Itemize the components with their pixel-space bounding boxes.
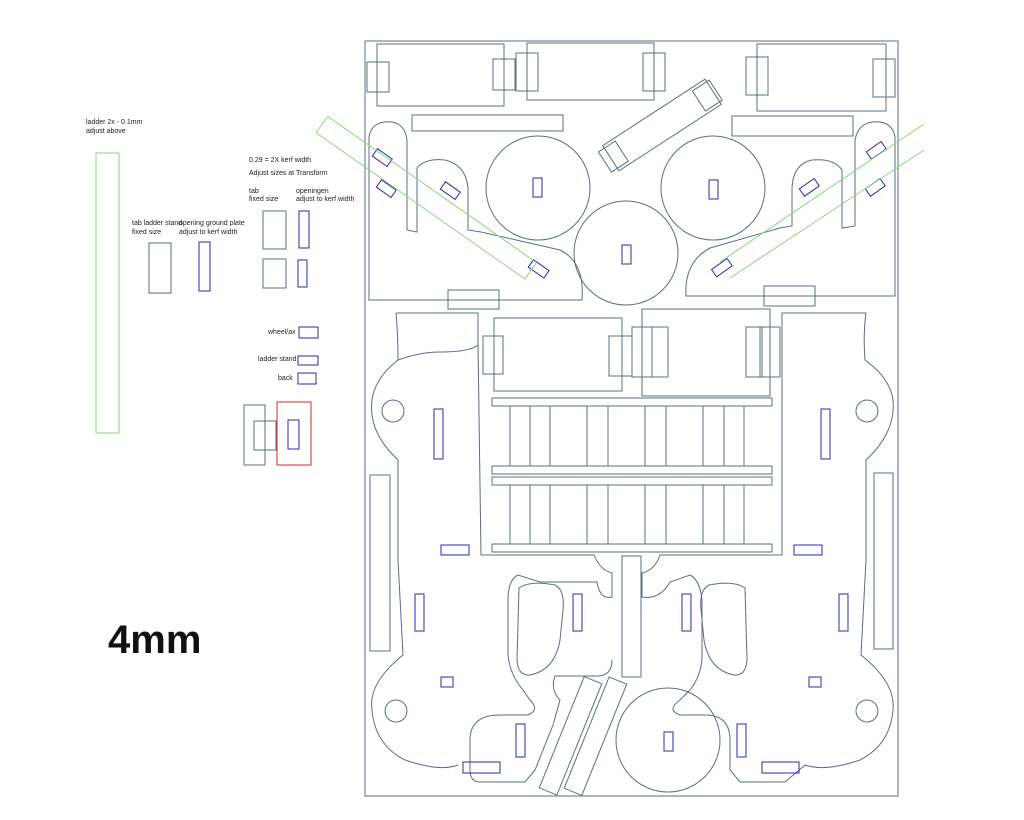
ladder-note-line2: adjust above	[86, 128, 126, 135]
lower-center-box-right	[641, 308, 771, 397]
ladder-rail-3	[491, 476, 773, 486]
tabladder-note-line1: tab ladder stand	[132, 220, 182, 227]
legend-area: ladder 2x - 0.1mm adjust above 0.29 = 2X…	[86, 119, 354, 662]
back-label: back	[278, 375, 293, 382]
top-center-box-tab-r	[642, 52, 666, 92]
tab-sample-small	[262, 258, 287, 289]
opening-note-line2: adjust to kerf width	[179, 229, 237, 236]
tab-note-line2: fixed size	[249, 196, 278, 203]
back-slot	[297, 372, 317, 385]
lower-center-box-left	[493, 317, 623, 392]
lower-center-box-tab-r	[608, 335, 633, 377]
wheel-ax-slot	[298, 326, 319, 339]
ladder-stand-label: ladder stand	[258, 356, 297, 363]
lower-plate-right-outline	[641, 312, 894, 783]
ladder-note-line1: ladder 2x - 0.1mm	[86, 119, 143, 126]
slanted-bar	[597, 78, 723, 173]
kerf-note-line1: 0.29 = 2X kerf width	[249, 157, 311, 164]
top-left-box-tab-l	[366, 61, 390, 93]
ladder-strip	[95, 152, 120, 434]
ladder-rail-2	[491, 465, 773, 475]
openingen-note-line1: openingen	[296, 188, 329, 195]
strip-right	[731, 115, 854, 137]
hole-upper-right	[855, 399, 879, 423]
upper-plate-outline	[368, 121, 583, 301]
top-center-box	[526, 42, 655, 101]
lower-center-box-right-tab-r2	[759, 326, 781, 378]
test-piece-outer	[243, 404, 266, 466]
upper-base-tab-right	[763, 285, 816, 307]
ladder-rungs	[509, 405, 745, 545]
diagonal-bar-1	[538, 675, 603, 796]
ladder-rail-1	[491, 397, 773, 407]
wheel-ax-label: wheel/ax	[267, 329, 296, 336]
top-left-box-tab-r	[492, 58, 516, 91]
opening-slots	[371, 140, 887, 774]
openingen-note-line2: adjust to kerf width	[296, 196, 354, 203]
test-piece-marked	[276, 401, 312, 466]
tab-sample-large	[262, 210, 287, 250]
top-right-box-tab-l	[745, 56, 769, 96]
hole-upper-left	[381, 399, 405, 423]
ladder-stand-slot	[297, 355, 319, 366]
diagonal-bar-2	[563, 676, 628, 797]
upper-plate-outline-right	[685, 121, 896, 297]
lower-center-box-tab-l	[482, 335, 504, 375]
side-strip-right	[873, 472, 894, 650]
lower-plate-outline	[396, 312, 613, 783]
lower-plate-left-side	[371, 312, 459, 769]
sheet-border	[364, 40, 899, 797]
tabladder-note-line2: fixed size	[132, 229, 161, 236]
top-left-box	[376, 43, 505, 107]
upper-left-inner-contour	[397, 344, 479, 361]
wheel-right	[660, 135, 766, 241]
top-center-box-tab-l	[515, 52, 539, 92]
top-right-box-tab-r	[872, 58, 896, 98]
lower-center-box-right-tab-l2	[651, 326, 669, 378]
opening-note-line1: opening ground plate	[179, 220, 245, 227]
tab-note-line1: tab	[249, 188, 259, 195]
opening-sample-small	[297, 259, 308, 288]
hole-lower-left	[384, 699, 408, 723]
opening-plate-sample	[198, 241, 211, 292]
kerf-note-line2: Adjust sizes at Transform	[249, 170, 328, 177]
lower-center-box-right-tab-r	[745, 326, 763, 378]
kidney-left	[516, 582, 564, 676]
wheel-center	[573, 200, 679, 306]
cut-sheet	[364, 40, 899, 797]
wheel-left	[485, 135, 591, 241]
material-thickness-label: 4mm	[108, 618, 201, 662]
test-piece-opening	[287, 419, 300, 450]
test-piece-tab	[253, 420, 277, 451]
center-divider	[621, 555, 642, 678]
kidney-right	[700, 582, 748, 676]
top-right-box	[756, 43, 887, 112]
strip-left	[411, 114, 564, 132]
wheel-bottom	[615, 687, 721, 793]
guide-ladders	[315, 115, 925, 280]
upper-base-tab-left	[447, 289, 500, 310]
opening-sample-large	[298, 210, 310, 249]
side-strip-left	[369, 474, 391, 652]
ladder-rail-4	[491, 543, 773, 553]
tab-ladder-sample	[148, 242, 172, 294]
hole-lower-right	[855, 699, 879, 723]
